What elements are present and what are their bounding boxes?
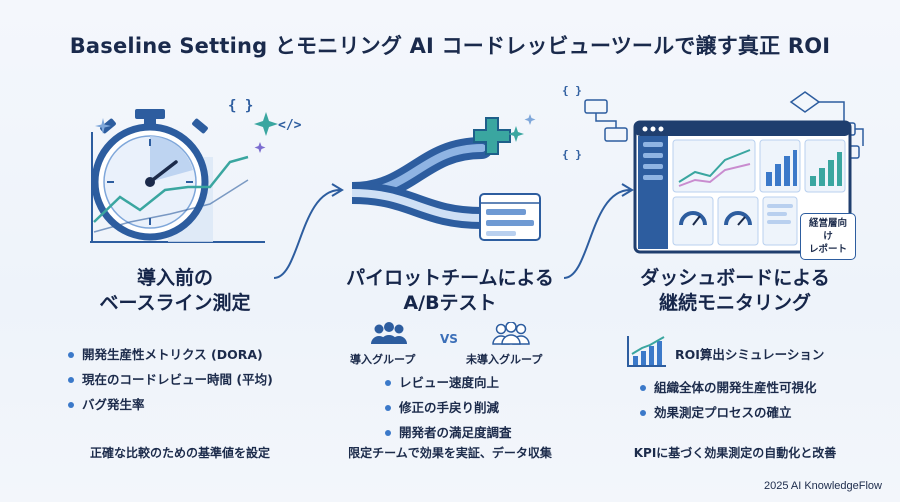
step2-heading: パイロットチームによる A/Bテスト [330,266,570,316]
report-tag-line1: 経営層向け [808,218,847,242]
credit-text: 2025 AI KnowledgeFlow [763,480,882,492]
executive-report-tag: 経営層向け レポート [800,213,856,260]
step1-heading: 導入前の ベースライン測定 [60,266,290,316]
list-item: レビュー速度向上 [385,370,512,395]
sparkle-small-icon [95,118,111,134]
step3-heading-line2: 継続モニタリング [658,292,811,314]
sparkle-icon [254,112,278,153]
stopwatch-illustration [90,109,265,243]
step1-heading-line2: ベースライン測定 [99,292,251,314]
step3-footer: KPIに基づく効果測定の自動化と改善 [633,446,837,460]
report-tag-line2: レポート [808,244,847,255]
code-braces-icon-top: { } [562,84,582,97]
branching-pipe-illustration [352,114,541,241]
step1-footer: 正確な比較のための基準値を設定 [89,446,270,460]
list-item: 効果測定プロセスの確立 [640,400,817,425]
versus-label: VS [440,332,458,346]
step1-bullets: 開発生産性メトリクス (DORA) 現在のコードレビュー時間 (平均) バグ発生… [68,342,273,417]
step2-heading-line1: パイロットチームによる [346,267,554,289]
arrow-step1-to-step2 [273,183,344,279]
user-group-icon [371,322,407,344]
step2-bullets: レビュー速度向上 修正の手戻り削減 開発者の満足度調査 [385,370,512,445]
roi-simulation-label: ROI算出シミュレーション [675,347,825,362]
code-braces-icon: { } [228,98,254,114]
step2-footer: 限定チームで効果を実証、データ収集 [348,446,552,460]
step3-heading-line1: ダッシュボードによる [640,267,830,289]
user-group-outline-icon [492,322,530,345]
roi-chart-icon [627,336,666,367]
control-group-label: 未導入グループ [466,353,543,366]
page-title: Baseline Setting とモニリング AI コードレッビューツールで譲… [69,34,831,58]
dashboard-illustration [584,91,864,254]
list-item: 開発者の満足度調査 [385,420,512,445]
list-item: 現在のコードレビュー時間 (平均) [68,367,273,392]
step1-heading-line1: 導入前の [136,267,213,289]
code-slash-icon: </> [278,118,302,133]
code-braces-icon-bottom: { } [562,148,582,161]
list-item: バグ発生率 [68,392,273,417]
list-item: 修正の手戻り削減 [385,395,512,420]
step3-heading: ダッシュボードによる 継続モニタリング [615,266,855,316]
pilot-group-label: 導入グループ [350,353,416,366]
list-item: 組織全体の開発生産性可視化 [640,375,817,400]
arrow-step2-to-step3 [563,183,634,279]
step2-heading-line2: A/Bテスト [403,292,497,314]
step3-bullets: 組織全体の開発生産性可視化 効果測定プロセスの確立 [640,375,817,425]
list-item: 開発生産性メトリクス (DORA) [68,342,273,367]
